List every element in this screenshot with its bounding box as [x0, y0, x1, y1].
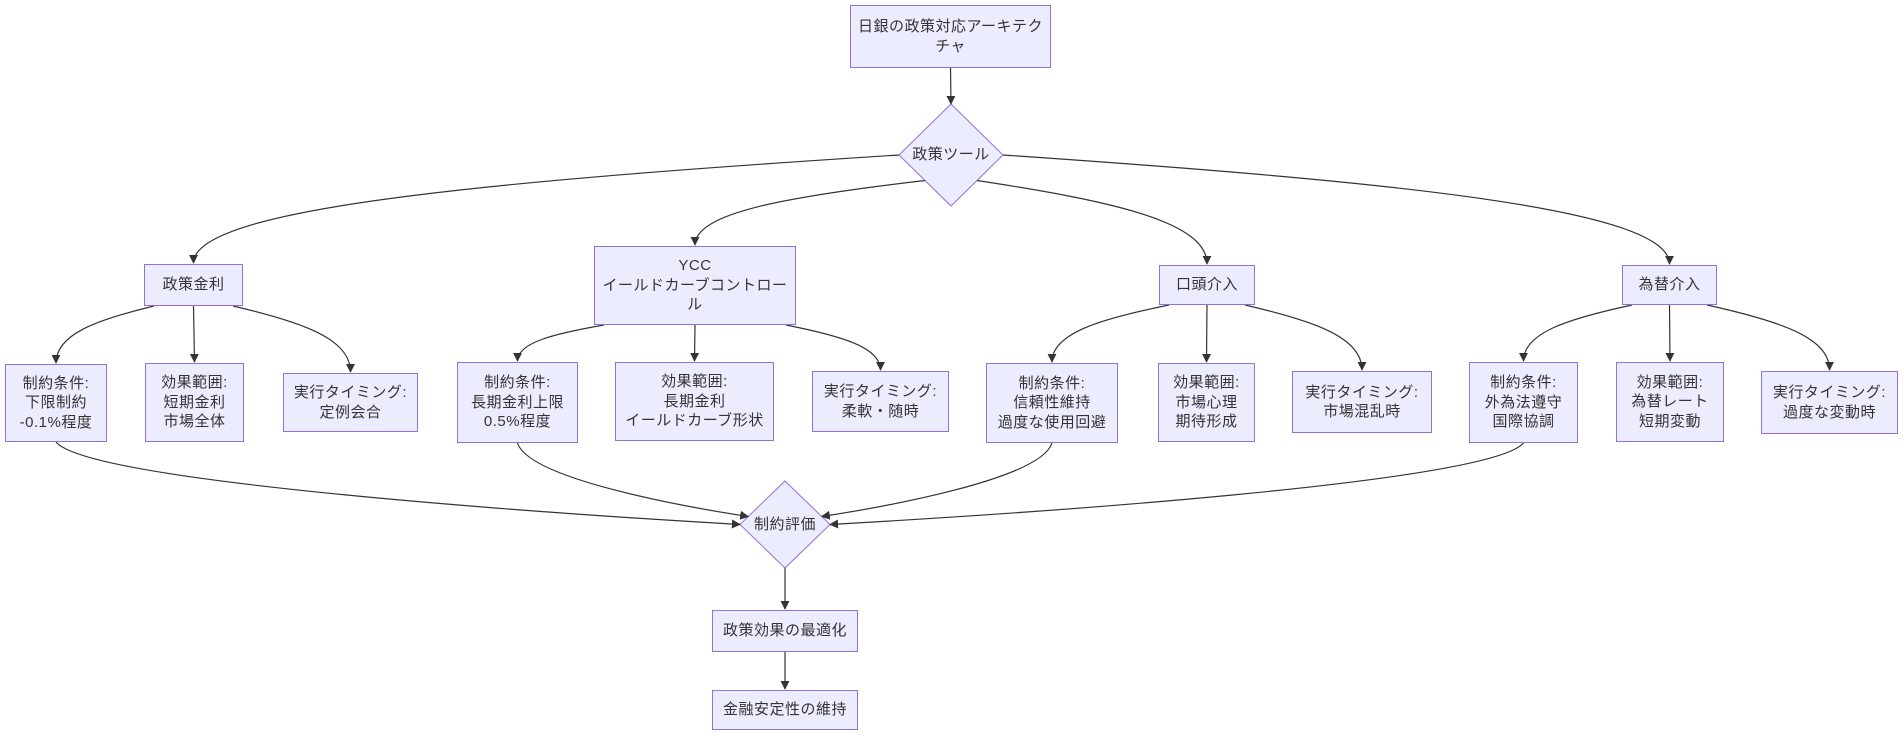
node-ycc-scope: 効果範囲:長期金利イールドカーブ形状	[615, 362, 774, 441]
edge-rate-rate_scope	[189, 305, 199, 363]
edge-root-tools	[946, 67, 956, 105]
node-label-line: イールドカーブコントロー	[602, 276, 788, 294]
edge-fx_constraint-eval	[829, 442, 1524, 529]
edge-tools-rate	[189, 154, 900, 264]
node-policy-rate: 政策金利	[144, 264, 243, 306]
node-label-line: 効果範囲:	[161, 374, 228, 392]
node-label-line: 日銀の政策対応アーキテク	[857, 18, 1044, 35]
edge-verbal-verbal_constraint	[1047, 304, 1170, 363]
edge-ycc-ycc_constraint	[513, 324, 605, 362]
node-verbal-constraint: 制約条件: 信頼性維持過度な使用回避	[986, 363, 1118, 443]
edge-fx-fx_scope	[1665, 304, 1675, 362]
node-label-line: 過度な使用回避	[997, 413, 1107, 431]
edge-rate_constraint-eval	[55, 441, 741, 529]
edge-ycc-ycc_scope	[690, 324, 700, 362]
node-label-line: 金融安定性の維持	[722, 701, 847, 719]
node-label-line: 制約条件:	[22, 374, 90, 392]
node-label-line: 0.5%程度	[483, 413, 552, 431]
node-label-line: 信頼性維持	[1013, 394, 1091, 412]
node-label-line: 定例会合	[319, 403, 382, 421]
node-label-line: 実行タイミング:	[823, 383, 938, 400]
node-label-line: 期待形成	[1175, 413, 1238, 431]
node-label-line: 下限制約	[24, 394, 87, 412]
edge-rate-rate_constraint	[51, 305, 155, 364]
node-label-line: 制約評価	[753, 515, 816, 533]
node-label-line: 政策効果の最適化	[722, 622, 847, 640]
node-financial-stability: 金融安定性の維持	[712, 690, 858, 730]
node-fx-scope: 効果範囲: 為替レート短期変動	[1616, 362, 1724, 442]
node-label-line: 為替レート	[1631, 393, 1709, 411]
node-label-line: 政策ツール	[912, 146, 990, 164]
edge-tools-fx	[1002, 154, 1674, 265]
node-label-line: 市場全体	[163, 413, 226, 431]
node-verbal-timing: 実行タイミング: 市場混乱時	[1292, 371, 1432, 433]
edge-tools-verbal	[976, 179, 1212, 265]
node-label-line: ル	[687, 296, 703, 314]
node-label-line: 長期金利上限	[470, 393, 564, 411]
node-label-line: 柔軟・随時	[841, 402, 920, 420]
node-label-line: 外為法遵守	[1484, 393, 1563, 411]
edge-rate-rate_timing	[232, 305, 355, 373]
node-label-line: 制約条件:	[1018, 374, 1086, 392]
node-label-line: 口頭介入	[1175, 276, 1238, 294]
node-fx-constraint: 制約条件:外為法遵守国際協調	[1469, 362, 1578, 443]
node-constraint-evaluation: 制約評価	[740, 481, 830, 568]
node-label-line: 短期金利	[163, 393, 226, 411]
edge-ycc-ycc_timing	[785, 324, 885, 371]
node-label-line: YCC	[678, 257, 712, 275]
node-verbal-scope: 効果範囲:市場心理期待形成	[1158, 363, 1255, 442]
edge-fx-fx_timing	[1706, 304, 1834, 371]
node-label-line: 市場心理	[1175, 393, 1238, 411]
node-label-line: 実行タイミング:	[293, 384, 408, 401]
node-rate-constraint: 制約条件: 下限制約-0.1%程度	[5, 364, 107, 442]
node-rate-scope: 効果範囲:短期金利市場全体	[145, 363, 244, 442]
node-label-line: イールドカーブ形状	[625, 412, 764, 430]
node-label-line: 市場混乱時	[1323, 403, 1401, 420]
node-label-line: 政策金利	[162, 276, 225, 294]
node-label-line: 国際協調	[1492, 413, 1555, 431]
node-label-line: 長期金利	[663, 392, 726, 410]
node-policy-tools-decision: 政策ツール	[899, 104, 1003, 206]
node-label-line: 制約条件:	[1490, 374, 1557, 392]
node-label-line: 短期変動	[1638, 412, 1701, 430]
edge-fx-fx_constraint	[1519, 304, 1633, 362]
node-label-line: 為替介入	[1638, 276, 1701, 294]
node-label-line: チャ	[935, 37, 966, 55]
node-label-line: -0.1%程度	[19, 413, 93, 431]
node-ycc-timing: 実行タイミング: 柔軟・随時	[812, 371, 949, 432]
node-rate-timing: 実行タイミング: 定例会合	[283, 373, 418, 432]
edge-tools-ycc	[690, 179, 926, 246]
edge-verbal_constraint-eval	[820, 442, 1053, 520]
node-label-line: 制約条件:	[484, 374, 551, 392]
node-label-line: 効果範囲:	[1173, 374, 1240, 392]
node-label-line: 実行タイミング:	[1772, 384, 1887, 401]
edge-verbal-verbal_scope	[1202, 304, 1212, 363]
edge-ycc_constraint-eval	[516, 442, 750, 520]
node-policy-effect-optimization: 政策効果の最適化	[712, 610, 858, 652]
node-label-line: 過度な変動時	[1782, 403, 1876, 421]
node-boj-policy-architecture: 日銀の政策対応アーキテクチャ	[850, 5, 1051, 68]
node-label-line: 効果範囲:	[1636, 373, 1704, 391]
node-label-line: 実行タイミング:	[1305, 383, 1419, 401]
node-fx-intervention: 為替介入	[1622, 265, 1717, 305]
edge-verbal-verbal_timing	[1244, 304, 1367, 371]
node-verbal-intervention: 口頭介入	[1159, 265, 1255, 305]
node-fx-timing: 実行タイミング: 過度な変動時	[1761, 371, 1898, 434]
node-label-line: 効果範囲:	[661, 373, 728, 391]
node-ycc-constraint: 制約条件:長期金利上限 0.5%程度	[457, 362, 578, 443]
